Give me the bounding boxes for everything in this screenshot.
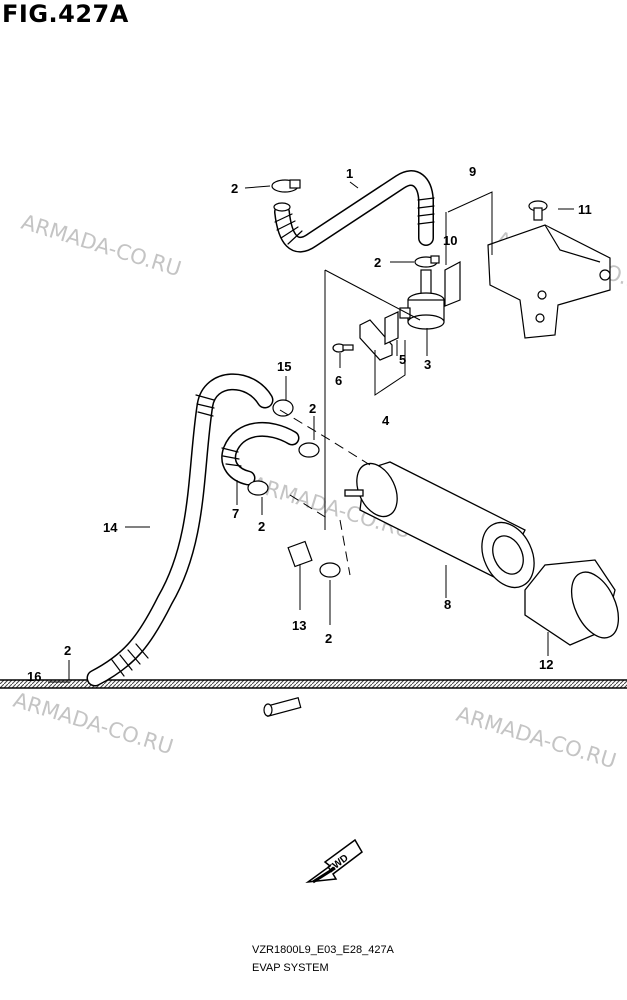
callout-12: 12 — [539, 657, 553, 672]
clamp-2-lower — [319, 562, 341, 578]
watermark-1: ARMADA-CO.RU — [19, 210, 184, 281]
callout-9: 9 — [469, 164, 476, 179]
callout-1: 1 — [346, 166, 353, 181]
callout-4: 4 — [382, 413, 390, 428]
callout-11: 11 — [578, 202, 592, 217]
fitting-16 — [263, 697, 302, 717]
hose-14 — [86, 373, 274, 687]
watermark-5: ARMADA-CO.RU — [454, 702, 619, 773]
tube-13 — [287, 540, 313, 568]
canister-8 — [344, 461, 535, 589]
callout-13: 13 — [292, 618, 306, 633]
clamp-2-mid-b — [247, 480, 269, 496]
callout-3: 3 — [424, 357, 431, 372]
callout-16: 16 — [27, 669, 41, 684]
watermark-4: ARMADA-CO.RU — [11, 688, 176, 759]
fwd-arrow-icon: FWD — [305, 838, 363, 884]
bracket-9 — [487, 224, 611, 339]
bolt-11 — [528, 200, 548, 221]
callout-14: 14 — [103, 520, 118, 535]
callout-7: 7 — [232, 506, 239, 521]
callout-2f: 2 — [64, 643, 71, 658]
screw-6 — [332, 343, 354, 353]
callout-2b: 2 — [374, 255, 381, 270]
callout-2a: 2 — [231, 181, 238, 196]
callout-2e: 2 — [325, 631, 332, 646]
callout-5: 5 — [399, 352, 406, 367]
hose-1 — [273, 170, 435, 253]
clamp-2-top — [271, 179, 301, 193]
callout-15: 15 — [277, 359, 291, 374]
hose-7 — [221, 421, 300, 486]
callout-labels: 1 2 9 11 10 2 5 3 15 6 2 4 7 14 2 8 13 2… — [27, 164, 592, 684]
callout-2c: 2 — [309, 401, 316, 416]
section-name: EVAP SYSTEM — [252, 962, 329, 974]
model-code: VZR1800L9_E03_E28_427A — [252, 944, 394, 956]
callout-8: 8 — [444, 597, 451, 612]
clamp-2-upper-right — [414, 255, 440, 268]
valve-3 — [399, 269, 445, 330]
cap-12 — [524, 559, 620, 646]
callout-10: 10 — [443, 233, 457, 248]
callout-2d: 2 — [258, 519, 265, 534]
figure-title: FIG.427A — [2, 0, 129, 28]
leader-lines — [48, 181, 574, 683]
routing-lines — [279, 191, 493, 576]
clip-10 — [444, 261, 461, 307]
clamp-2-mid-a — [298, 442, 320, 458]
bracket-5 — [359, 311, 399, 361]
callout-6: 6 — [335, 373, 342, 388]
clamp-15 — [272, 399, 294, 417]
